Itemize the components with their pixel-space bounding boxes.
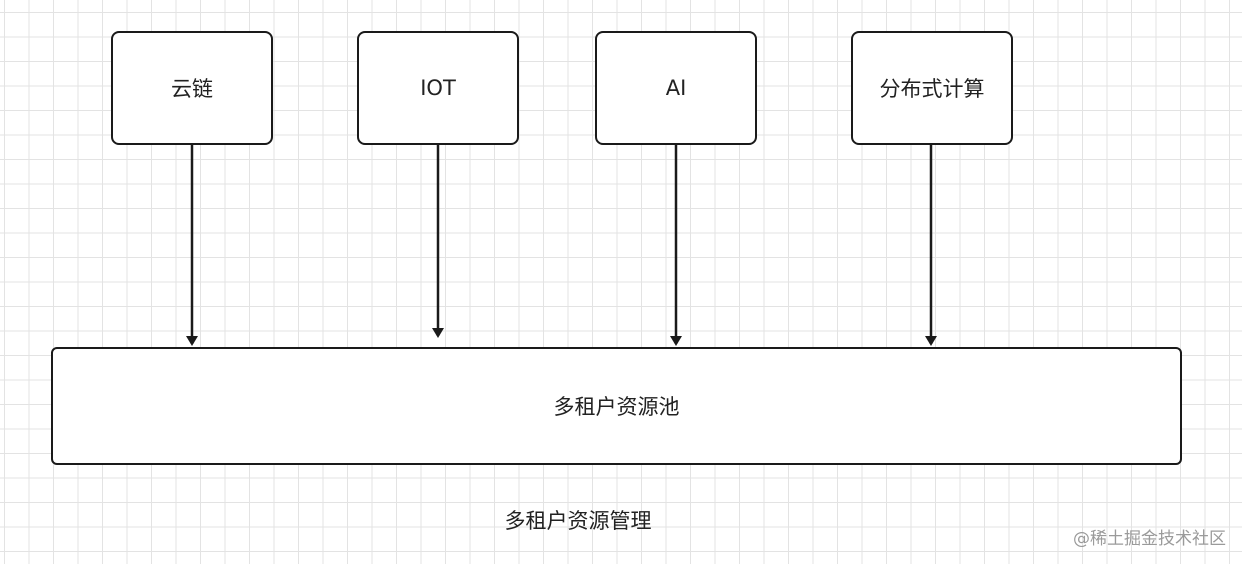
node-ai-label: AI bbox=[665, 76, 687, 100]
diagram-caption: 多租户资源管理 bbox=[504, 509, 652, 533]
node-multi-tenant-resource-pool: 多租户资源池 bbox=[51, 347, 1182, 465]
node-yunlian-label: 云链 bbox=[171, 77, 213, 101]
node-distributed-computing: 分布式计算 bbox=[851, 31, 1013, 145]
watermark: @稀土掘金技术社区 bbox=[1073, 529, 1226, 549]
node-distributed-computing-label: 分布式计算 bbox=[879, 77, 985, 101]
node-ai: AI bbox=[595, 31, 757, 145]
node-iot-label: IOT bbox=[420, 76, 456, 100]
node-pool-label: 多租户资源池 bbox=[553, 395, 680, 419]
node-yunlian: 云链 bbox=[111, 31, 273, 145]
node-iot: IOT bbox=[357, 31, 519, 145]
